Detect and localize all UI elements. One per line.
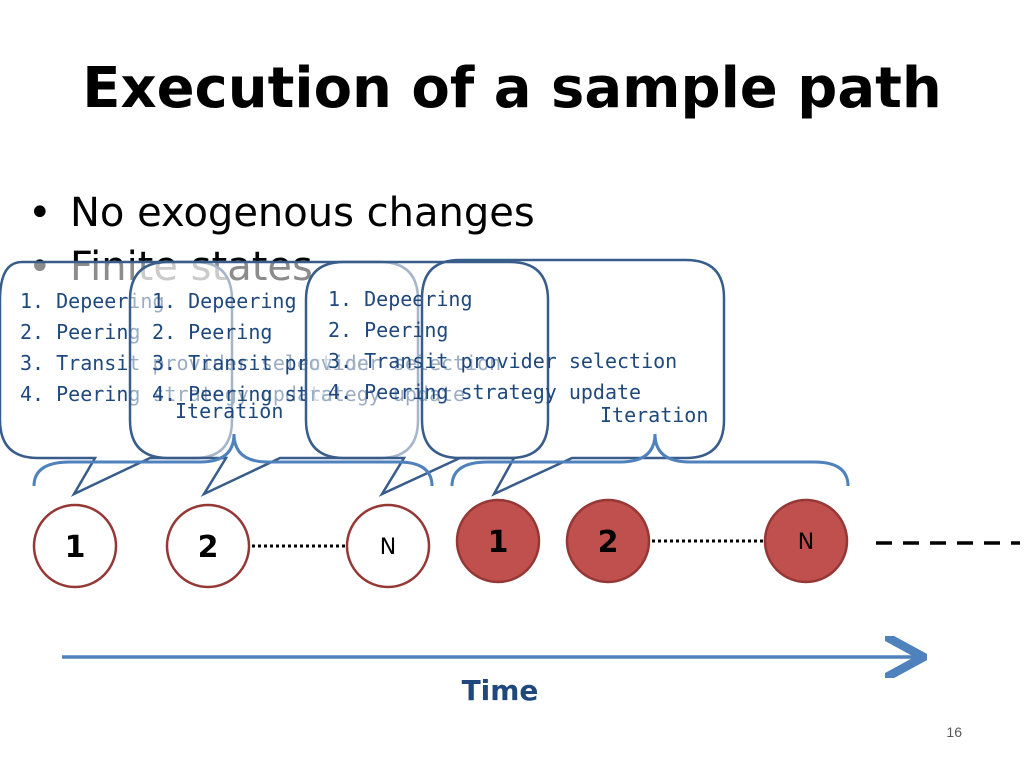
callout-3-step-3: 3. Transit provider selection xyxy=(328,349,677,373)
time-label: Time xyxy=(461,674,539,707)
callout-3-step-2: 2. Peering xyxy=(328,318,448,342)
callout-1-step-2: 2. Peering xyxy=(20,320,140,344)
callout-4: 3. Transit provider selection 4. Peering… xyxy=(328,258,726,497)
node-filled-2 xyxy=(565,498,651,584)
iteration-label-2: Iteration xyxy=(600,403,708,427)
node-label: 1 xyxy=(488,525,509,560)
node-label: N xyxy=(798,530,814,555)
page-number: 16 xyxy=(946,724,962,740)
callout-2-step-2: 2. Peering xyxy=(152,320,272,344)
callout-3-step-1: 1. Depeering xyxy=(328,287,473,311)
node-label: 2 xyxy=(198,530,219,565)
node-outline-1 xyxy=(32,503,118,589)
node-filled-1 xyxy=(455,498,541,584)
node-label: 2 xyxy=(598,525,619,560)
node-label: N xyxy=(380,535,396,560)
node-outline-2 xyxy=(165,503,251,589)
callout-3-step-4: 4. Peering strategy update xyxy=(328,380,641,404)
callout-3: 1. Depeering 2. Peering xyxy=(304,260,550,497)
iteration-brace-1 xyxy=(32,433,434,487)
node-outline-n xyxy=(345,503,431,589)
iteration-brace-2 xyxy=(450,433,850,487)
bullet-text: No exogenous changes xyxy=(70,190,535,236)
bullet-dot: • xyxy=(28,190,52,236)
iteration-label-1: Iteration xyxy=(175,399,283,423)
node-label: 1 xyxy=(65,530,86,565)
callout-2-step-1: 1. Depeering xyxy=(152,289,297,313)
node-filled-n xyxy=(763,498,849,584)
bullet-item: • No exogenous changes xyxy=(28,186,535,240)
slide-title: Execution of a sample path xyxy=(82,56,942,121)
